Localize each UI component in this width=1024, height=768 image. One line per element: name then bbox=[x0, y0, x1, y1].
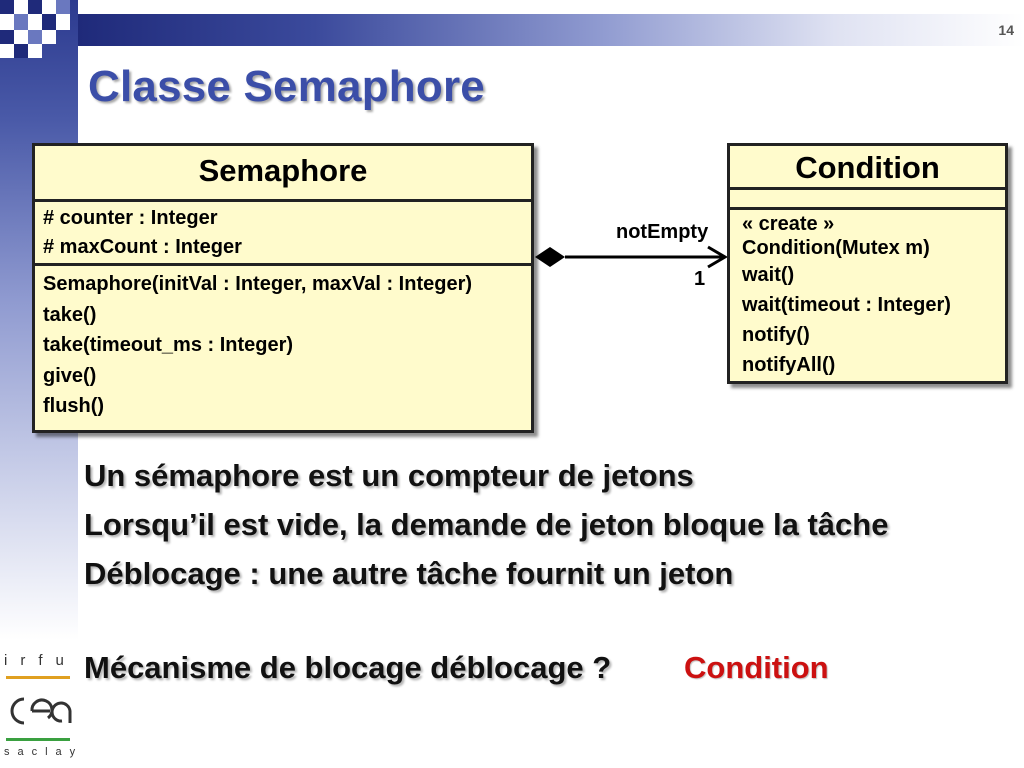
uml-operation: take(timeout_ms : Integer) bbox=[43, 334, 294, 356]
association-role-label: notEmpty bbox=[616, 221, 709, 243]
uml-operation: Semaphore(initVal : Integer, maxVal : In… bbox=[43, 273, 473, 295]
uml-operation: Condition(Mutex m) bbox=[742, 237, 930, 259]
uml-operations-section: « create » Condition(Mutex m) wait() wai… bbox=[730, 210, 1005, 380]
cea-logo-icon bbox=[10, 697, 72, 725]
uml-class-condition: Condition « create » Condition(Mutex m) … bbox=[727, 143, 1008, 384]
irfu-logo-text: irfu bbox=[4, 652, 77, 669]
logo-divider-orange bbox=[6, 676, 70, 679]
composition-diamond-icon bbox=[535, 247, 565, 267]
corner-checker-pattern bbox=[0, 0, 80, 60]
arrow-head-icon bbox=[707, 245, 728, 269]
uml-attribute: # counter : Integer bbox=[43, 207, 218, 229]
slide-number: 14 bbox=[998, 22, 1014, 38]
uml-stereotype: « create » bbox=[742, 213, 835, 235]
answer-text: Condition bbox=[684, 650, 829, 685]
uml-operation: notify() bbox=[742, 324, 810, 346]
uml-operation: give() bbox=[43, 364, 97, 387]
top-gradient-band bbox=[78, 14, 1024, 46]
association-multiplicity: 1 bbox=[694, 268, 706, 290]
question-text: Mécanisme de blocage déblocage ? bbox=[84, 650, 612, 685]
body-text-line: Lorsqu’il est vide, la demande de jeton … bbox=[84, 507, 889, 542]
uml-operation: flush() bbox=[43, 395, 105, 417]
slide-title: Classe Semaphore bbox=[88, 62, 485, 111]
uml-attribute: # maxCount : Integer bbox=[43, 236, 242, 258]
saclay-logo-text: saclay bbox=[4, 746, 84, 758]
body-text-line: Déblocage : une autre tâche fournit un j… bbox=[84, 556, 734, 591]
uml-operation: take() bbox=[43, 303, 97, 326]
body-text-line: Un sémaphore est un compteur de jetons bbox=[84, 458, 694, 493]
logo-divider-green bbox=[6, 738, 70, 741]
uml-class-name: Condition bbox=[730, 146, 1005, 190]
uml-operation: wait(timeout : Integer) bbox=[742, 294, 951, 316]
uml-operation: notifyAll() bbox=[742, 354, 836, 376]
uml-class-name: Semaphore bbox=[35, 146, 531, 202]
uml-operation: wait() bbox=[742, 264, 795, 286]
uml-attributes-section: # counter : Integer # maxCount : Integer bbox=[35, 202, 531, 266]
uml-attributes-section bbox=[730, 190, 1005, 210]
uml-operations-section: Semaphore(initVal : Integer, maxVal : In… bbox=[35, 266, 531, 422]
uml-class-semaphore: Semaphore # counter : Integer # maxCount… bbox=[32, 143, 534, 433]
